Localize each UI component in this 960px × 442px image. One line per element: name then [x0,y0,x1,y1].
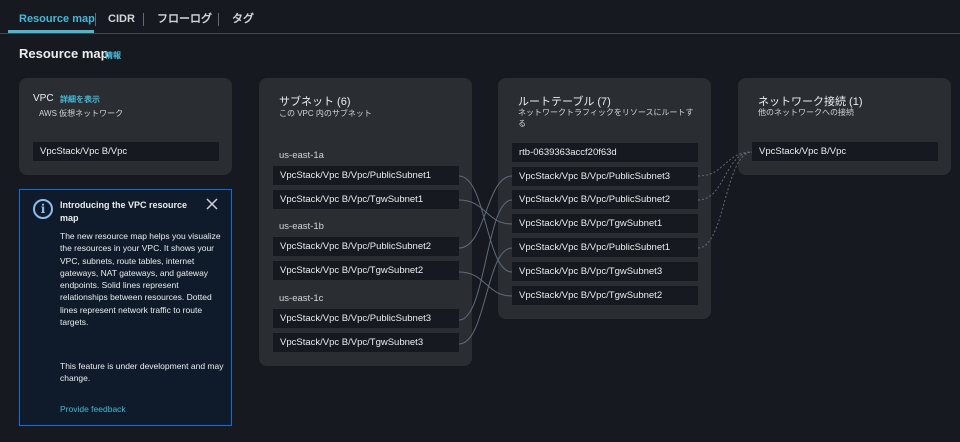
route-tables-panel: ルートテーブル (7) ネットワークトラフィックをリソースにルートする rtb-… [498,78,711,319]
close-icon[interactable] [206,195,220,211]
route-tables-panel-subtitle: ネットワークトラフィックをリソースにルートする [518,108,694,128]
vpc-panel: VPC 詳細を表示 AWS 仮想ネットワーク VpcStack/Vpc B/Vp… [19,78,232,175]
subnets-panel-subtitle: この VPC 内のサブネット [279,109,372,118]
subnet-node[interactable]: VpcStack/Vpc B/Vpc/PublicSubnet2 [273,237,459,256]
network-connection-node[interactable]: VpcStack/Vpc B/Vpc [752,142,938,161]
route-table-node[interactable]: VpcStack/Vpc B/Vpc/TgwSubnet3 [512,262,698,281]
infobox-note: This feature is under development and ma… [60,361,224,384]
info-circle-icon: i [33,199,53,219]
route-table-node[interactable]: rtb-0639363accf20f63d [512,143,698,162]
network-panel-title: ネットワーク接続 (1) [758,96,863,108]
network-panel-subtitle: 他のネットワークへの接続 [758,108,854,117]
vpc-node[interactable]: VpcStack/Vpc B/Vpc [33,142,219,161]
tab-flow-logs[interactable]: フローログ [157,13,212,25]
vpc-resource-map-infobox: i Introducing the VPC resource map The n… [19,189,232,426]
az-label: us-east-1c [279,293,324,304]
vpc-panel-title: VPC [33,93,54,104]
tab-divider [143,13,144,26]
tab-resource-map[interactable]: Resource map [19,13,95,25]
route-tables-panel-title: ルートテーブル (7) [518,96,611,108]
route-table-node[interactable]: VpcStack/Vpc B/Vpc/PublicSubnet3 [512,167,698,186]
subnets-panel-title: サブネット (6) [279,96,351,108]
route-table-node[interactable]: VpcStack/Vpc B/Vpc/PublicSubnet2 [512,190,698,209]
subnet-node[interactable]: VpcStack/Vpc B/Vpc/TgwSubnet3 [273,333,459,352]
infobox-body: The new resource map helps you visualize… [60,231,221,328]
route-table-node[interactable]: VpcStack/Vpc B/Vpc/TgwSubnet2 [512,286,698,305]
subnet-node[interactable]: VpcStack/Vpc B/Vpc/TgwSubnet1 [273,190,459,209]
network-connections-panel: ネットワーク接続 (1) 他のネットワークへの接続 VpcStack/Vpc B… [738,78,951,175]
route-table-node[interactable]: VpcStack/Vpc B/Vpc/PublicSubnet1 [512,238,698,257]
provide-feedback-link[interactable]: Provide feedback [60,404,126,414]
tab-divider [218,13,219,26]
subnet-node[interactable]: VpcStack/Vpc B/Vpc/PublicSubnet1 [273,166,459,185]
tab-tags[interactable]: タグ [232,13,254,25]
info-link[interactable]: 情報 [105,51,121,60]
az-label: us-east-1a [279,150,324,161]
view-details-link[interactable]: 詳細を表示 [60,95,100,104]
subnet-node[interactable]: VpcStack/Vpc B/Vpc/TgwSubnet2 [273,261,459,280]
route-table-node[interactable]: VpcStack/Vpc B/Vpc/TgwSubnet1 [512,214,698,233]
active-tab-indicator [8,30,94,33]
tab-cidr[interactable]: CIDR [108,13,135,25]
subnets-panel: サブネット (6) この VPC 内のサブネット us-east-1a VpcS… [259,78,472,366]
subnet-node[interactable]: VpcStack/Vpc B/Vpc/PublicSubnet3 [273,309,459,328]
tab-divider [95,13,96,26]
page-title: Resource map [19,46,109,61]
tab-bar: Resource map CIDR フローログ タグ [0,0,960,34]
vpc-panel-subtitle: AWS 仮想ネットワーク [39,109,124,118]
infobox-title: Introducing the VPC resource map [60,200,188,223]
az-label: us-east-1b [279,221,324,232]
